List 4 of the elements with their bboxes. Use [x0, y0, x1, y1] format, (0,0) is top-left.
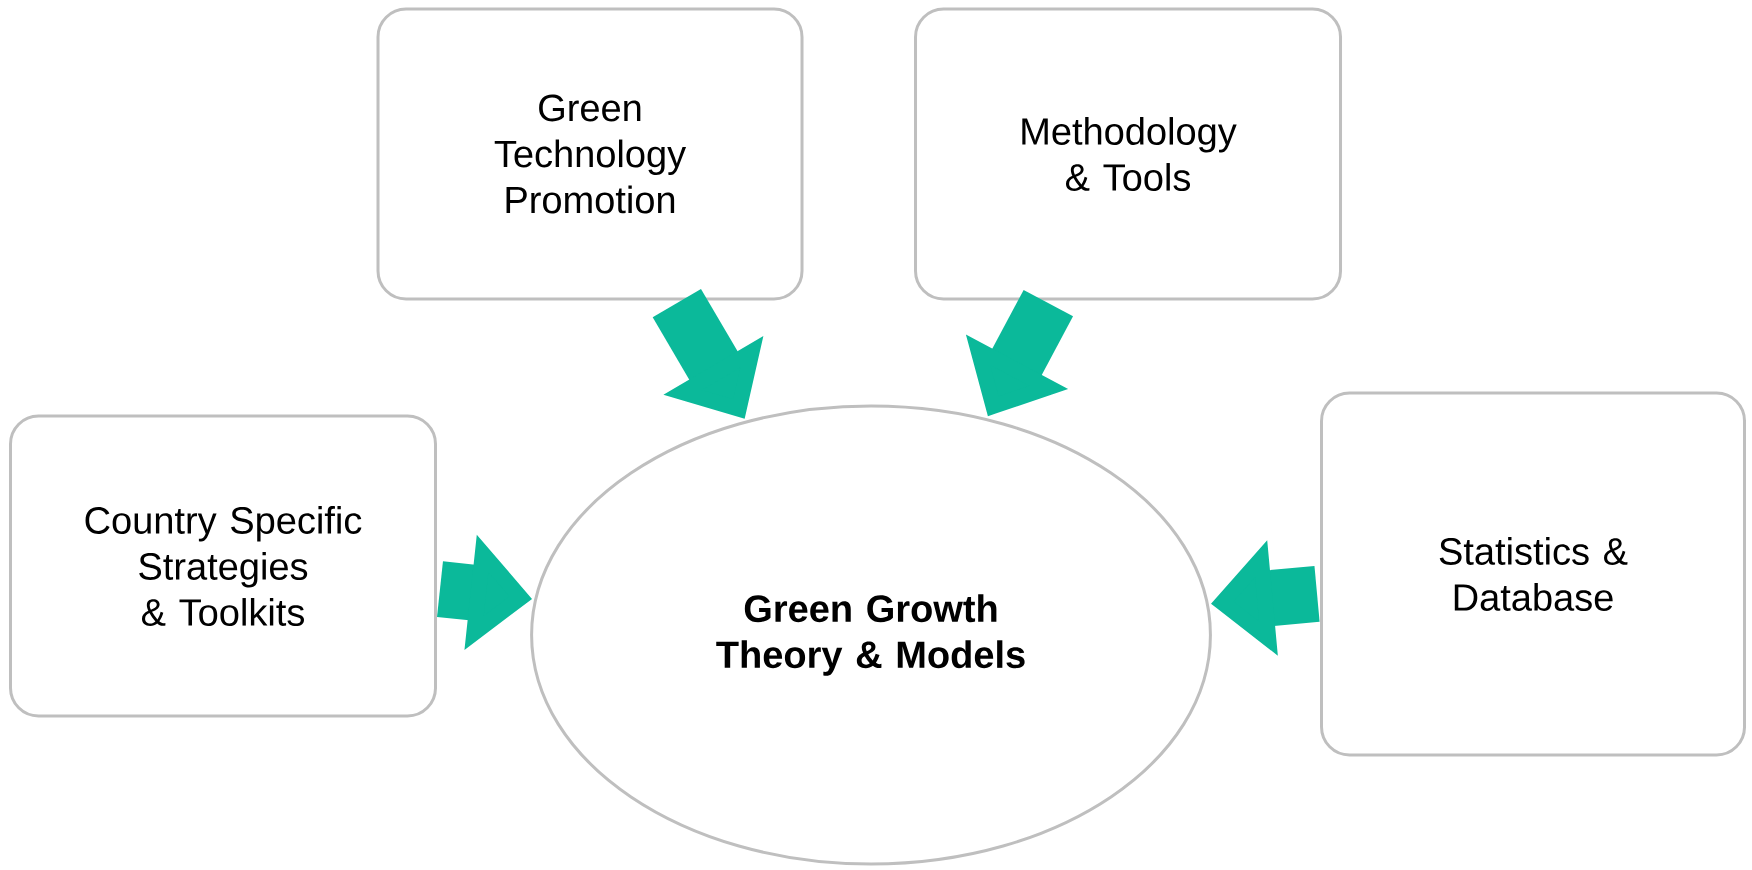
- topic-box: Methodology & Tools: [914, 7, 1342, 301]
- topic-box: Green Technology Promotion: [376, 7, 804, 301]
- topic-box: Country Specific Strategies & Toolkits: [9, 414, 437, 718]
- topic-box: Statistics & Database: [1320, 391, 1746, 757]
